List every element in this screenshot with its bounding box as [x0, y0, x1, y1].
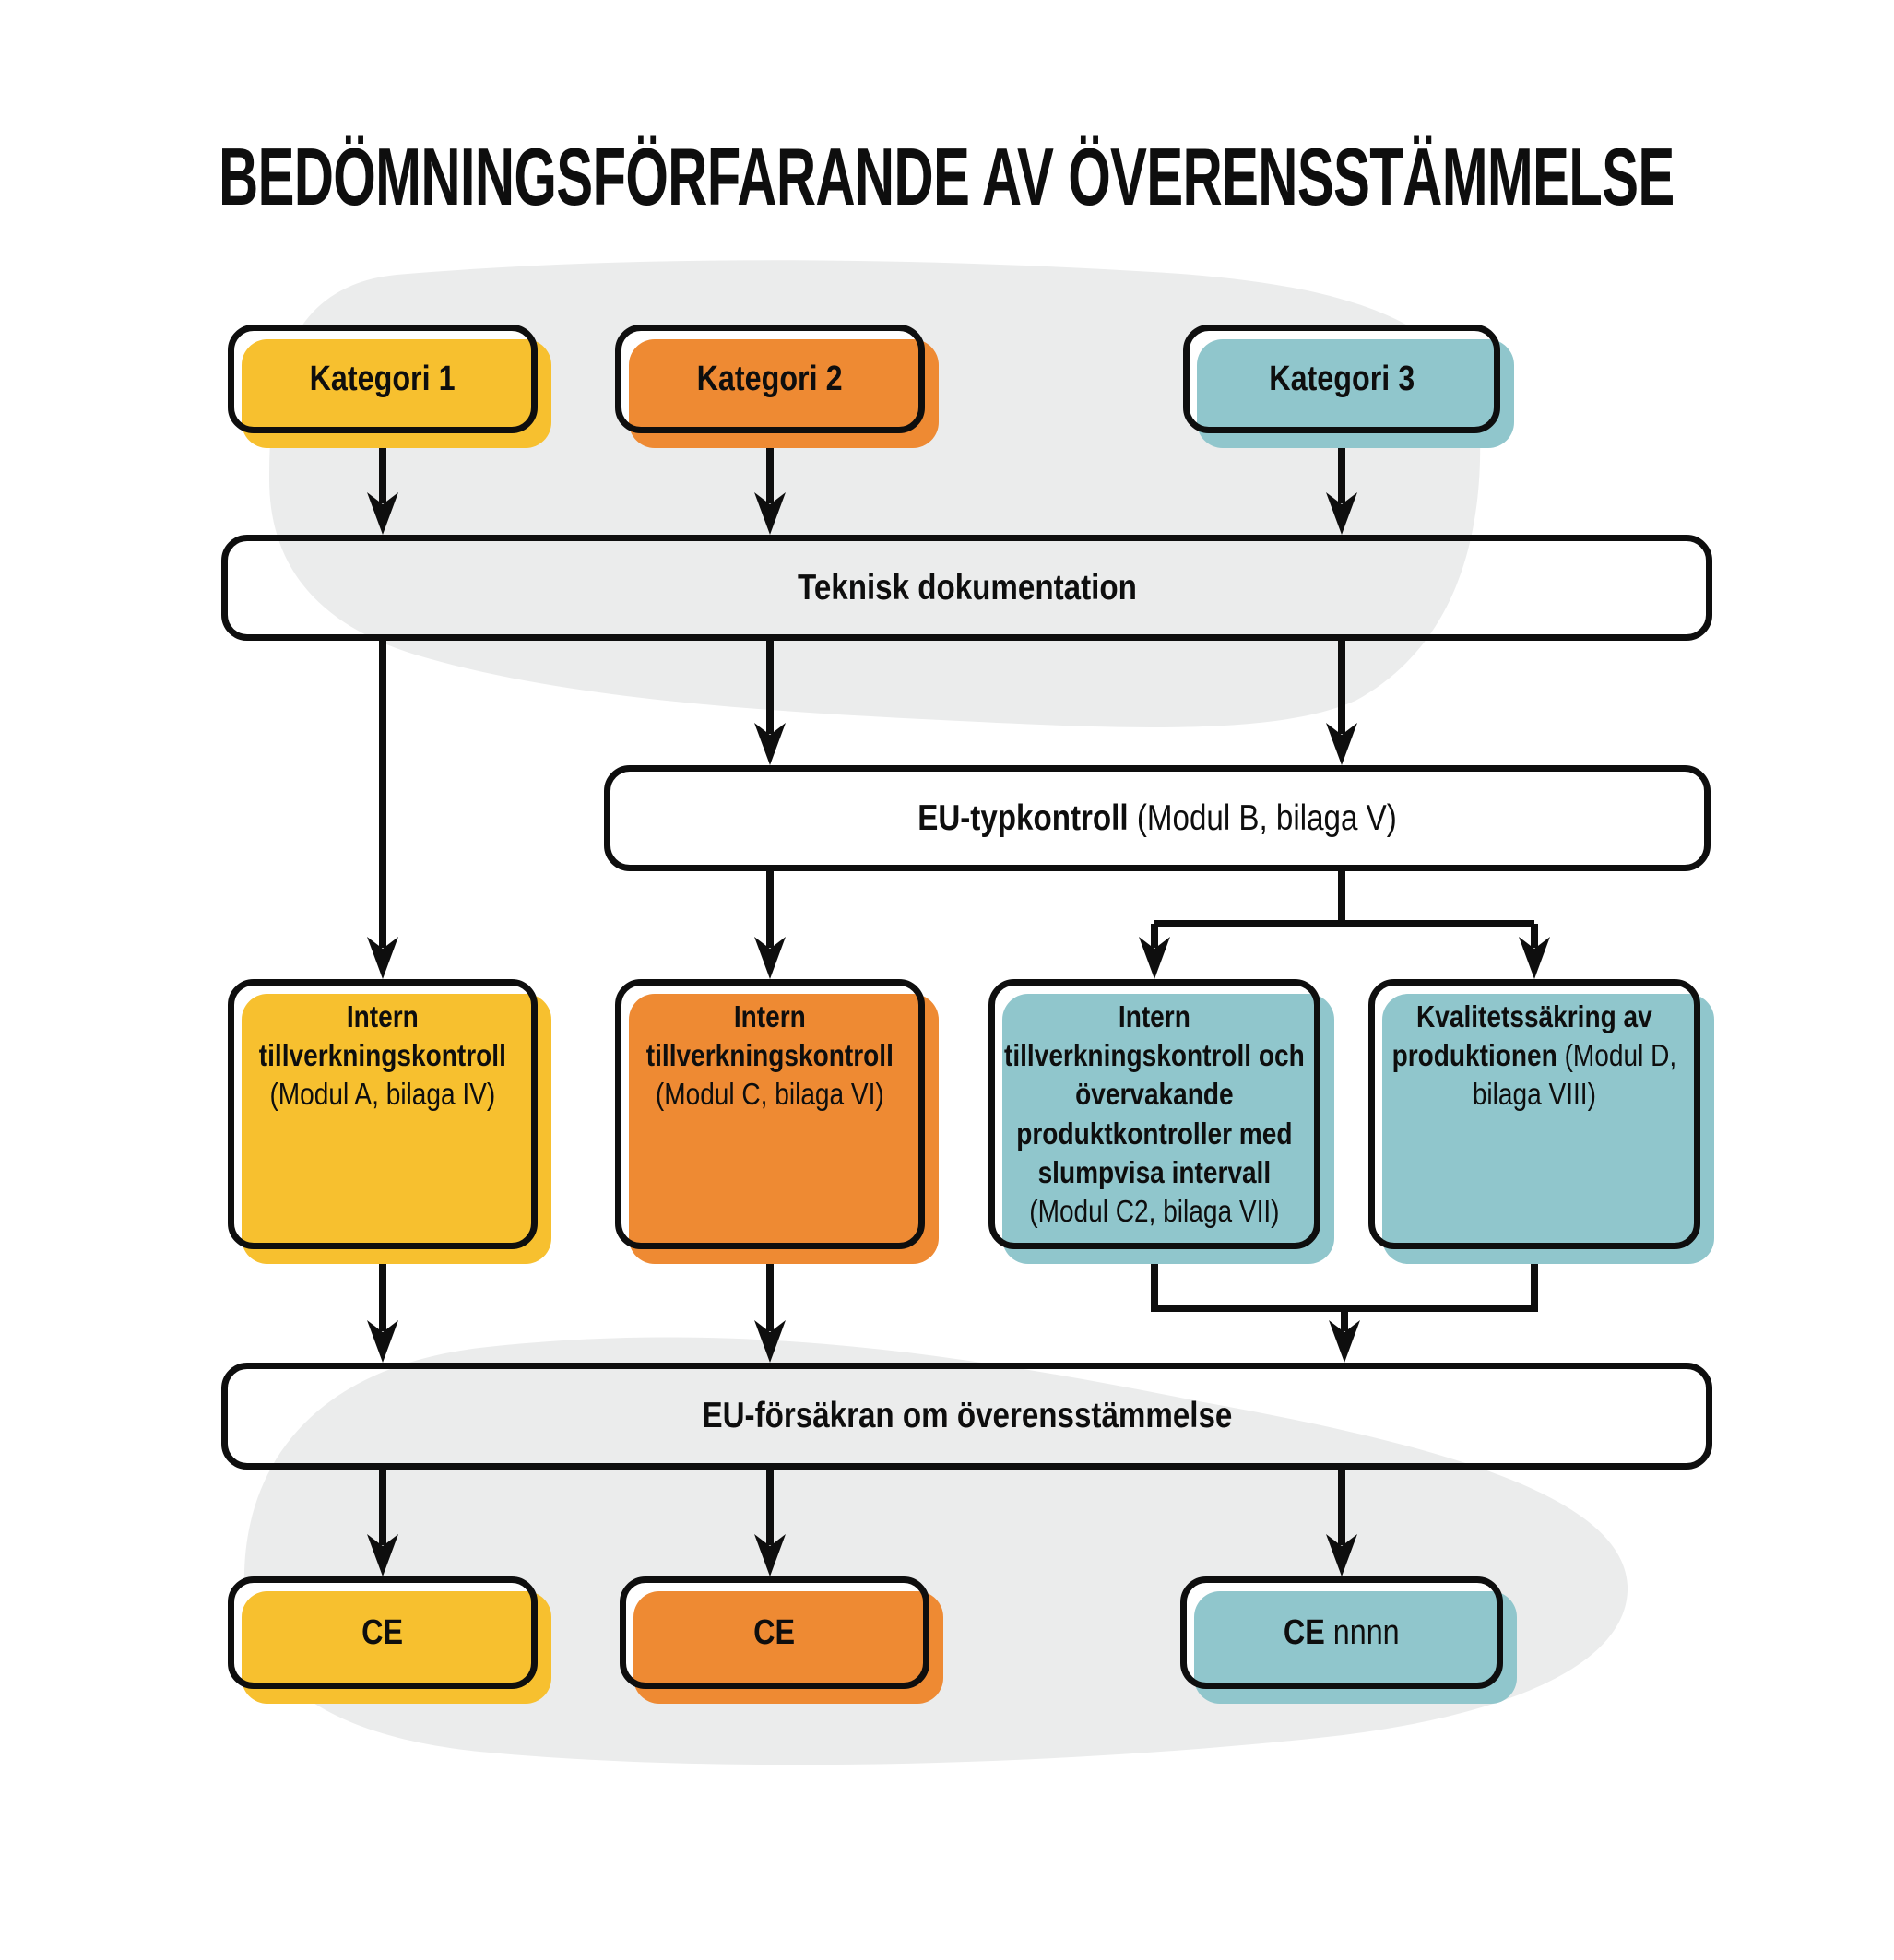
node-color-fill: [242, 994, 551, 1264]
node-label: Teknisk dokumentation: [221, 535, 1712, 641]
node-label: Intern tillverkningskontroll (Modul C, b…: [615, 979, 925, 1249]
arrow-teal-merge-forsakran: [1151, 1249, 1538, 1363]
node-label: Kategori 1: [228, 325, 538, 433]
diagram-title: BEDÖMNINGSFÖRFARANDE AV ÖVERENSSTÄMMELSE: [219, 131, 1675, 222]
node-color-fill: [1382, 994, 1714, 1264]
node-label: CE: [228, 1576, 538, 1689]
modul-a-label: Intern tillverkningskontroll: [258, 999, 507, 1073]
node-modul-c2: Intern tillverkningskontroll och övervak…: [988, 979, 1334, 1264]
modul-c2-label: Intern tillverkningskontroll och övervak…: [1004, 999, 1305, 1189]
eu-forsakran-label: EU-försäkran om överensstämmelse: [702, 1396, 1232, 1436]
node-label: Kvalitetssäkring av produktionen (Modul …: [1368, 979, 1700, 1249]
node-outline: [604, 765, 1711, 871]
node-modul-a: Intern tillverkningskontroll (Modul A, b…: [228, 979, 551, 1264]
node-outline: [615, 979, 925, 1249]
node-label: Intern tillverkningskontroll och övervak…: [988, 979, 1320, 1249]
kategori-3-label: Kategori 3: [1269, 359, 1415, 398]
node-ce-2: CE: [620, 1576, 943, 1704]
ce-2-label: CE: [753, 1612, 796, 1652]
eu-typkontroll-label: EU-typkontroll: [917, 797, 1129, 838]
node-eu-typkontroll: EU-typkontroll(Modul B, bilaga V): [604, 765, 1711, 871]
arrow-forsakran-ce2: [754, 1470, 786, 1576]
teknisk-label: Teknisk dokumentation: [797, 567, 1137, 608]
node-modul-c: Intern tillverkningskontroll (Modul C, b…: [615, 979, 939, 1264]
eu-typkontroll-note: (Modul B, bilaga V): [1136, 797, 1397, 838]
modul-d-note: (Modul D, bilaga VIII): [1472, 1038, 1677, 1112]
node-modul-d: Kvalitetssäkring av produktionen (Modul …: [1368, 979, 1714, 1264]
node-label: EU-försäkran om överensstämmelse: [221, 1363, 1712, 1470]
node-label: Kategori 2: [615, 325, 925, 433]
node-color-fill: [1002, 994, 1334, 1264]
node-outline: [1183, 325, 1500, 433]
node-kategori-2: Kategori 2: [615, 325, 939, 448]
arrow-forsakran-ce3: [1326, 1470, 1357, 1576]
arrow-teknisk-modulA: [367, 641, 398, 979]
node-eu-forsakran: EU-försäkran om överensstämmelse: [221, 1363, 1712, 1470]
modul-a-note: (Modul A, bilaga IV): [269, 1077, 496, 1112]
node-teknisk-dokumentation: Teknisk dokumentation: [221, 535, 1712, 641]
node-label: CE: [620, 1576, 929, 1689]
node-outline: [615, 325, 925, 433]
node-outline: [620, 1576, 929, 1689]
arrow-modulA-forsakran: [367, 1249, 398, 1363]
modul-c-label: Intern tillverkningskontroll: [645, 999, 894, 1073]
ce-3-note: nnnn: [1333, 1612, 1400, 1652]
node-ce-1: CE: [228, 1576, 551, 1704]
ce-3-label: CE: [1284, 1612, 1325, 1652]
node-label: EU-typkontroll(Modul B, bilaga V): [604, 765, 1711, 871]
node-outline: [1180, 1576, 1503, 1689]
node-outline: [1368, 979, 1700, 1249]
node-outline: [228, 325, 538, 433]
node-outline: [221, 1363, 1712, 1470]
arrow-eutyp-modulC: [754, 871, 786, 979]
background-blob-top: [269, 260, 1481, 727]
node-outline: [988, 979, 1320, 1249]
modul-c2-note: (Modul C2, bilaga VII): [1029, 1194, 1280, 1229]
modul-c-note: (Modul C, bilaga VI): [656, 1077, 884, 1112]
kategori-1-label: Kategori 1: [310, 359, 456, 398]
node-kategori-1: Kategori 1: [228, 325, 551, 448]
arrow-eutyp-split: [1139, 871, 1550, 979]
arrow-teknisk-eutyp-left: [754, 641, 786, 765]
node-outline: [228, 979, 538, 1249]
ce-1-label: CE: [361, 1612, 404, 1652]
node-kategori-3: Kategori 3: [1183, 325, 1514, 448]
modul-d-label: Kvalitetssäkring av produktionen: [1391, 999, 1652, 1073]
node-outline: [228, 1576, 538, 1689]
node-color-fill: [629, 994, 939, 1264]
kategori-2-label: Kategori 2: [697, 359, 843, 398]
node-outline: [221, 535, 1712, 641]
arrow-forsakran-ce1: [367, 1470, 398, 1576]
arrow-teknisk-eutyp-right: [1326, 641, 1357, 765]
node-label: Intern tillverkningskontroll (Modul A, b…: [228, 979, 538, 1249]
node-label: Kategori 3: [1183, 325, 1500, 433]
